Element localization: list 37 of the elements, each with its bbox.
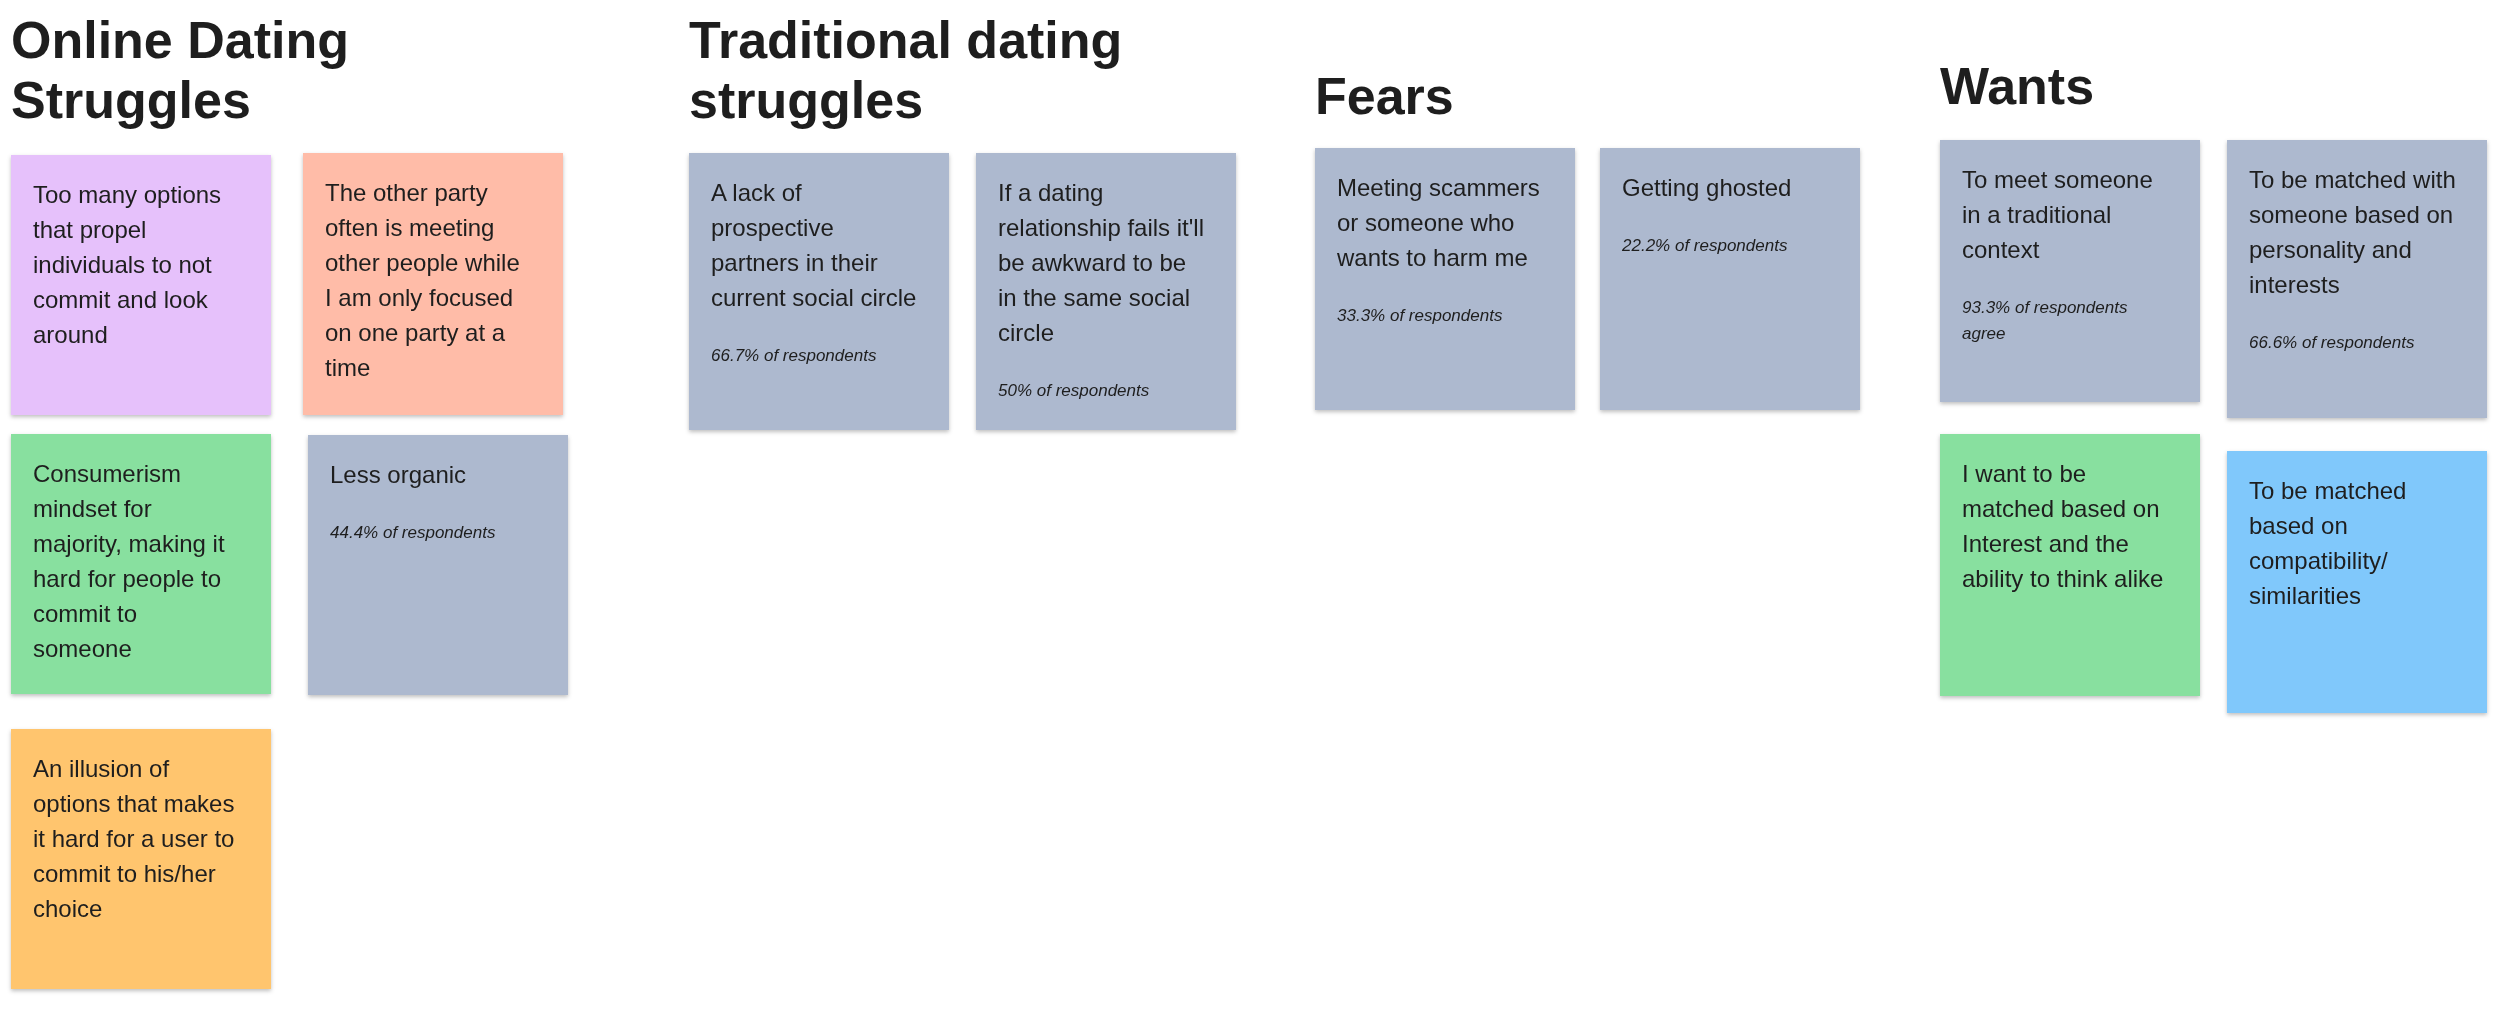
sticky-note [689,153,949,430]
respondent-stat: 33.3% of respondents [1337,305,1504,327]
note-text: To meet someone in a traditional context [1962,165,2154,265]
sticky-note [1940,140,2200,402]
sticky-note [1315,148,1575,410]
note-text: Getting ghosted [1622,173,1793,203]
section-heading: Wants [1940,56,2096,116]
respondent-stat: 22.2% of respondents [1622,235,1789,257]
note-text: A lack of prospective partners in their current social circle [711,178,918,313]
note-text: Meeting scammers or someone who wants to harm me [1337,173,1541,273]
section-heading: Online Dating Struggles [11,10,350,130]
note-text: To be matched with someone based on personality and interests [2249,165,2457,300]
note-text: The other party often is meeting other people while I am only focused on one party at a time [325,178,521,383]
note-text: Too many options that propel individuals to not commit and look around [33,180,223,350]
respondent-stat: 50% of respondents [998,380,1151,402]
sticky-note [303,153,563,415]
sticky-note [11,155,271,415]
sticky-note [11,729,271,989]
sticky-note [2227,451,2487,713]
note-text: If a dating relationship fails it'll be awkward to be in the same social circle [998,178,1205,348]
respondent-stat: 66.7% of respondents [711,345,878,367]
sticky-note [308,435,568,695]
sticky-note [976,153,1236,430]
section-heading: Fears [1315,66,1455,126]
sticky-note [1940,434,2200,696]
sticky-note [11,434,271,694]
respondent-stat: 66.6% of respondents [2249,332,2416,354]
note-text: Consumerism mindset for majority, making it hard for people to commit to someone [33,459,226,664]
sticky-note [2227,140,2487,418]
sticky-note [1600,148,1860,410]
respondent-stat: 93.3% of respondents agree [1962,297,2129,345]
note-text: To be matched based on compatibility/ similarities [2249,476,2408,611]
section-heading: Traditional dating struggles [689,10,1124,130]
note-text: An illusion of options that makes it hard for a user to commit to his/her choice [33,754,236,924]
note-text: Less organic [330,460,468,490]
respondent-stat: 44.4% of respondents [330,522,497,544]
note-text: I want to be matched based on Interest and the ability to think alike [1962,459,2165,594]
